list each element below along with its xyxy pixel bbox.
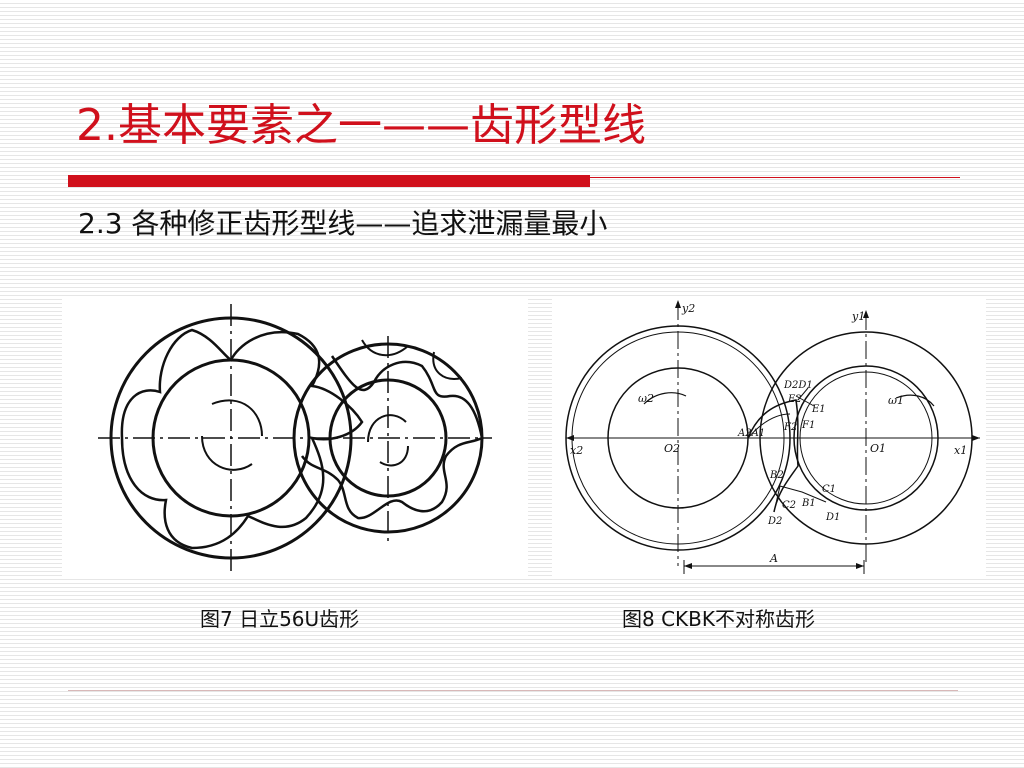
slide-subtitle: 2.3 各种修正齿形型线——追求泄漏量最小 [78, 207, 608, 240]
figure-8-caption: 图8 CKBK不对称齿形 [622, 607, 815, 631]
slide-title: 2.基本要素之一——齿形型线 [76, 100, 646, 151]
title-underline-thin [590, 177, 960, 178]
label-a2a1: A2A1 [737, 428, 765, 439]
label-f2: F2 [783, 422, 797, 433]
figure-7-caption: 图7 日立56U齿形 [200, 607, 360, 631]
label-e1: E1 [811, 404, 826, 415]
label-w2: ω2 [638, 392, 654, 405]
label-x1: x1 [954, 444, 967, 457]
label-y2: y2 [681, 302, 695, 315]
label-f1: F1 [801, 420, 815, 431]
label-d2d1: D2D1 [783, 380, 813, 391]
label-y1: y1 [851, 310, 865, 323]
title-underline-thick [68, 175, 590, 187]
label-c1: C1 [822, 484, 836, 495]
label-d1: D1 [825, 512, 840, 523]
label-a: A [769, 552, 778, 565]
figure-8-drawing: y2 y1 x2 x1 O2 O1 ω2 ω1 A2A1 D2D1 E2 E1 … [552, 296, 986, 578]
footer-divider [68, 690, 958, 691]
label-b2: B2 [769, 470, 784, 481]
label-e2: E2 [787, 394, 802, 405]
label-w1: ω1 [888, 394, 904, 407]
figure-7-drawing [62, 296, 528, 578]
label-x2: x2 [570, 444, 583, 457]
label-c2: C2 [782, 500, 796, 511]
label-o2: O2 [664, 442, 680, 455]
label-b1: B1 [801, 498, 816, 509]
label-o1: O1 [870, 442, 886, 455]
asymmetric-rotor-profile-icon: y2 y1 x2 x1 O2 O1 ω2 ω1 A2A1 D2D1 E2 E1 … [565, 300, 980, 574]
twin-screw-rotor-profile-icon [98, 304, 492, 572]
label-d2: D2 [767, 516, 782, 527]
